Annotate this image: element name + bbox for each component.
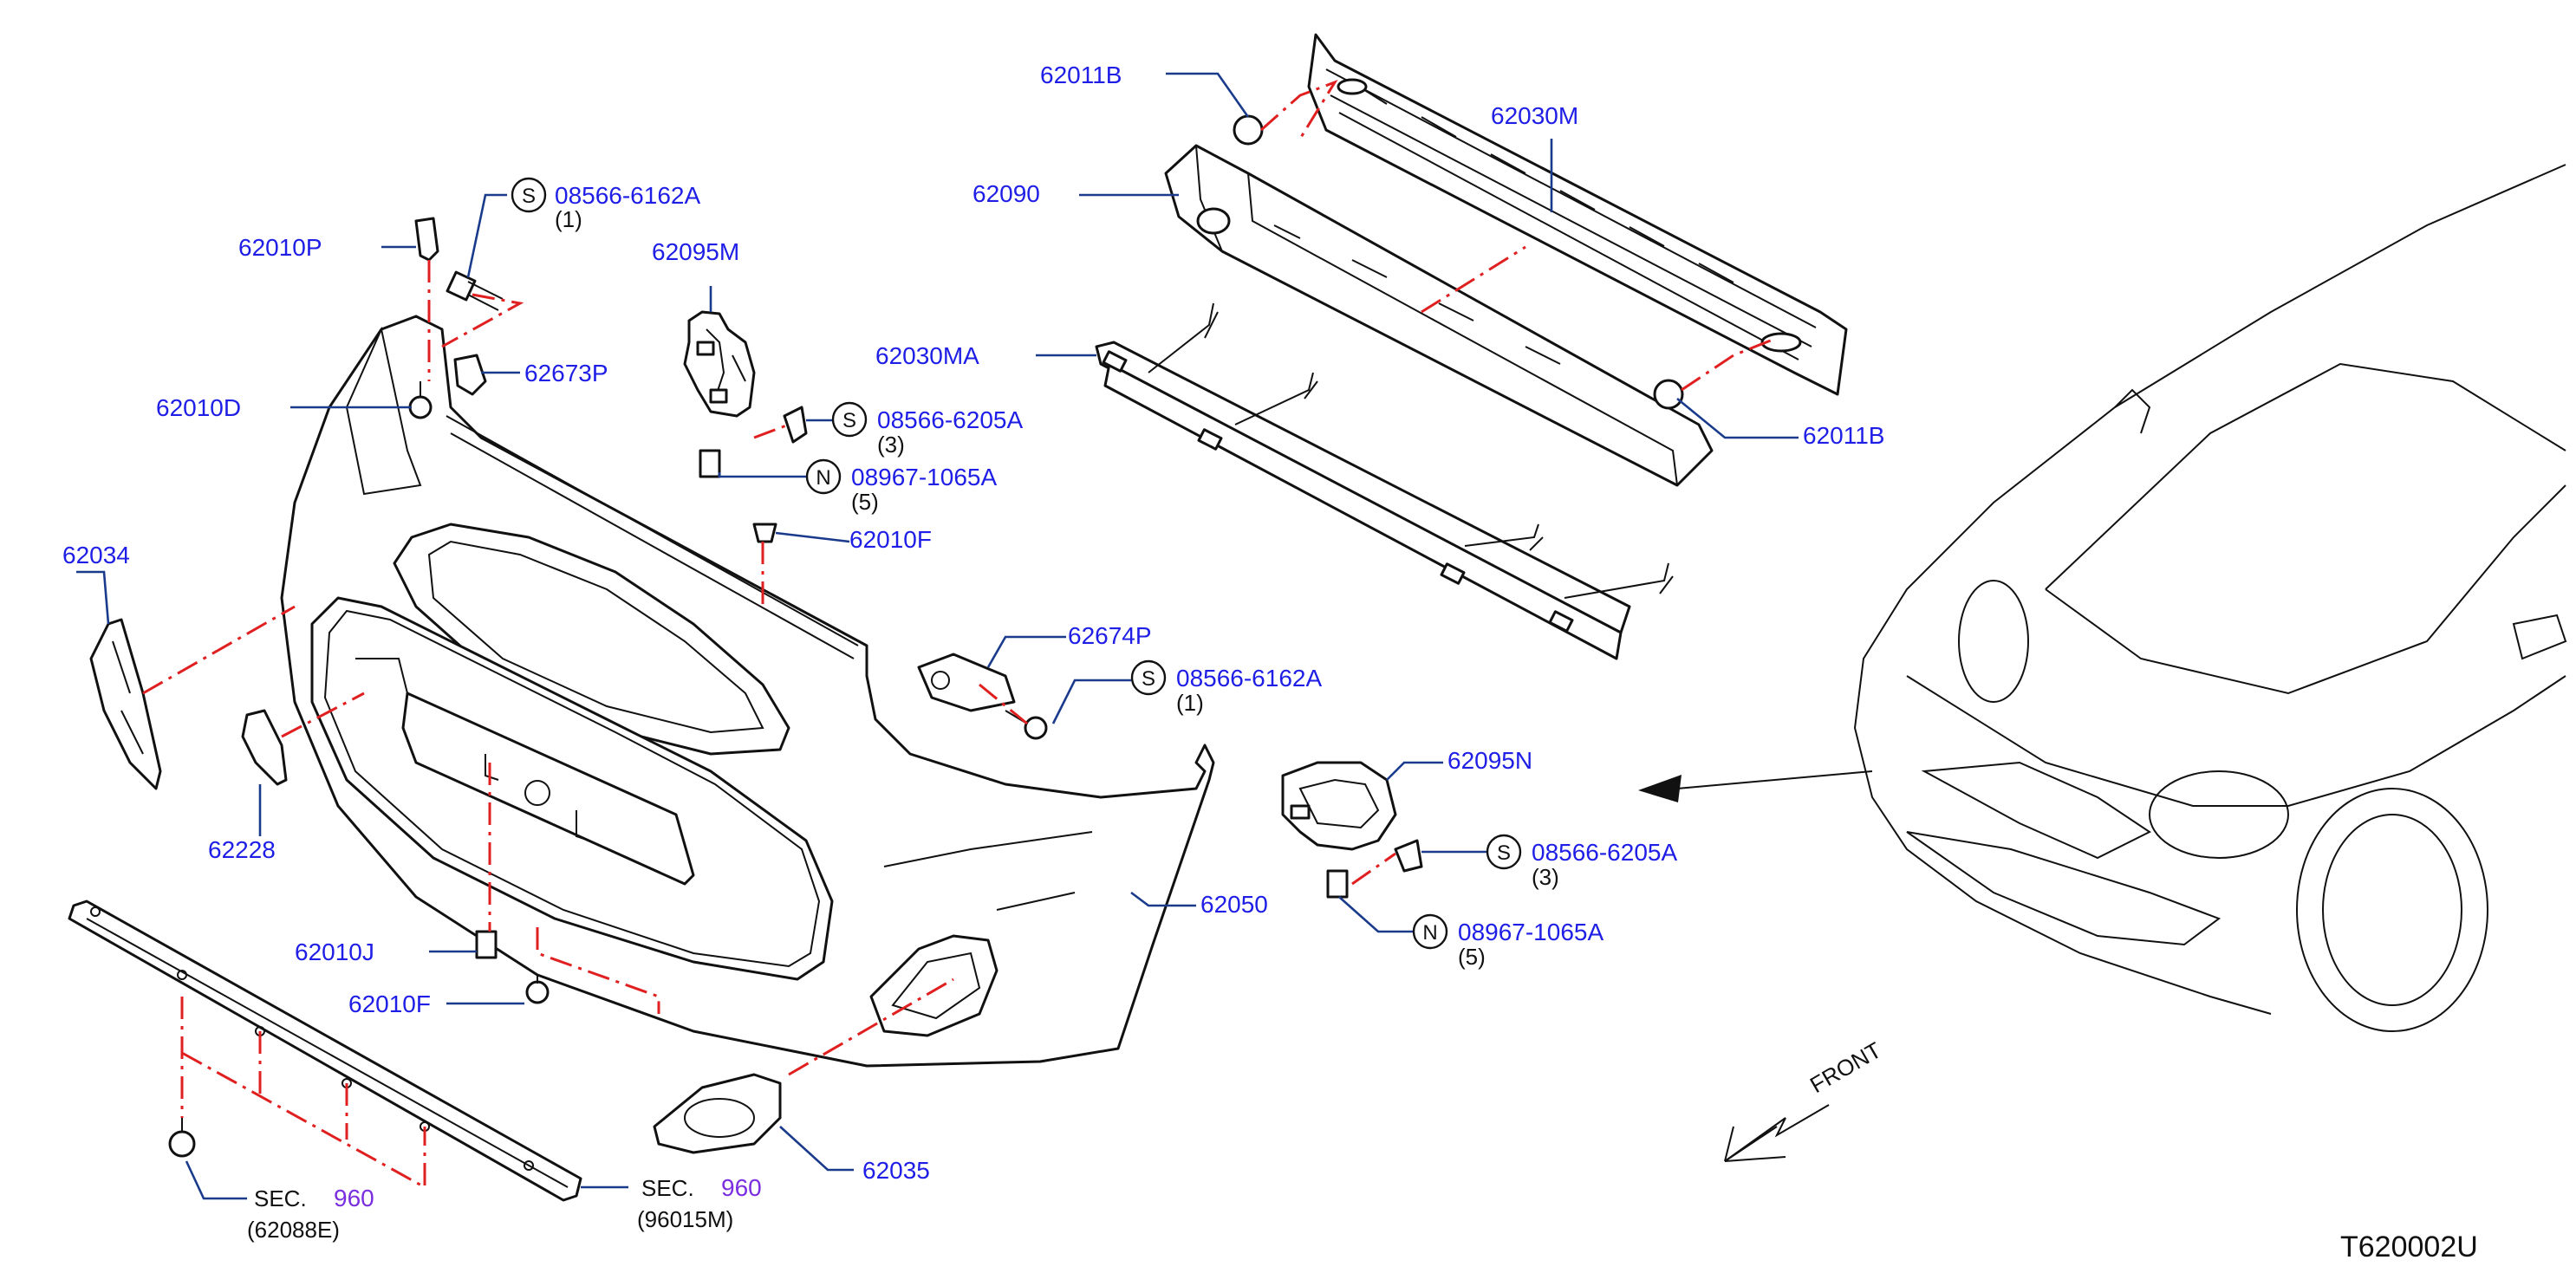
symbol-s-right-letter: S bbox=[1497, 841, 1511, 865]
symbol-s-left-letter: S bbox=[842, 409, 856, 432]
symbol-s-right bbox=[1486, 834, 1522, 870]
label-62673p: 62673P bbox=[524, 360, 608, 386]
qty-08566-6205a-right: (3) bbox=[1532, 864, 1559, 890]
symbol-n-left-letter: N bbox=[816, 466, 830, 490]
label-62010p: 62010P bbox=[238, 234, 322, 261]
nut-08967-1065a-right bbox=[1326, 869, 1349, 899]
label-62095n: 62095N bbox=[1447, 747, 1532, 774]
label-62010f-top: 62010F bbox=[849, 526, 932, 553]
label-08967-1065a-left: 08967-1065A bbox=[851, 464, 997, 490]
nut-62011b-right bbox=[1653, 379, 1684, 410]
symbol-n-right-letter: N bbox=[1422, 921, 1437, 945]
garnish-62674p bbox=[917, 653, 1016, 712]
label-62030m: 62030M bbox=[1491, 102, 1578, 129]
cover-62228 bbox=[241, 709, 288, 786]
label-08566-6162a-mid: 08566-6162A bbox=[1176, 665, 1322, 692]
qty-08566-6205a-left: (3) bbox=[877, 432, 905, 458]
side-seal-62034 bbox=[89, 618, 162, 790]
label-62228: 62228 bbox=[208, 836, 276, 863]
bolt-08566-6162a-top bbox=[446, 270, 504, 311]
symbol-s-left bbox=[831, 401, 868, 438]
sec-left-number[interactable]: 960 bbox=[334, 1185, 374, 1211]
energy-absorber-62090 bbox=[1164, 144, 1714, 487]
label-62010f-bottom: 62010F bbox=[348, 990, 431, 1017]
label-62011b-right: 62011B bbox=[1803, 422, 1884, 449]
clip-62010j bbox=[475, 930, 498, 959]
sec-right-number[interactable]: 960 bbox=[721, 1174, 762, 1201]
symbol-s-mid-letter: S bbox=[1142, 667, 1155, 691]
label-62035: 62035 bbox=[862, 1157, 930, 1184]
bolt-08566-6205a-left bbox=[783, 406, 808, 444]
clip-sec-960-62088e bbox=[168, 1118, 196, 1158]
sec-right-prefix: SEC. bbox=[641, 1175, 694, 1201]
label-08967-1065a-right: 08967-1065A bbox=[1458, 919, 1603, 945]
diagram-code: T620002U bbox=[2340, 1231, 2478, 1263]
assembly-lines bbox=[142, 80, 1778, 1190]
qty-08967-1065a-right: (5) bbox=[1458, 944, 1486, 970]
vehicle-pointer-arrow bbox=[1638, 770, 1873, 802]
symbol-s-top-letter: S bbox=[522, 185, 536, 208]
sec-left-ref: (62088E) bbox=[247, 1217, 340, 1243]
symbol-s-mid bbox=[1130, 659, 1167, 696]
fog-lamp-finisher-62035 bbox=[653, 1073, 782, 1154]
label-08566-6162a-top: 08566-6162A bbox=[555, 182, 700, 209]
leader-lines bbox=[76, 72, 1799, 1200]
label-62674p: 62674P bbox=[1068, 622, 1152, 649]
qty-08566-6162a-top: (1) bbox=[555, 206, 582, 232]
bracket-62095n bbox=[1281, 761, 1397, 851]
vehicle-outline bbox=[1853, 164, 2567, 1032]
qty-08967-1065a-left: (5) bbox=[851, 489, 879, 515]
sec-right-ref: (96015M) bbox=[637, 1206, 733, 1232]
label-08566-6205a-left: 08566-6205A bbox=[877, 406, 1023, 433]
clip-62010f-bottom bbox=[525, 975, 550, 1004]
label-62010j: 62010J bbox=[295, 939, 374, 965]
label-62030ma: 62030MA bbox=[875, 342, 979, 369]
bracket-62095m bbox=[683, 310, 756, 418]
bolt-08566-6205a-right bbox=[1394, 839, 1423, 873]
lower-undercover-strip bbox=[68, 900, 582, 1202]
label-62010d: 62010D bbox=[156, 394, 241, 421]
lower-reinforcement-62030ma bbox=[1095, 302, 1674, 660]
symbol-n-left bbox=[805, 458, 842, 495]
qty-08566-6162a-mid: (1) bbox=[1176, 690, 1204, 716]
label-62050: 62050 bbox=[1200, 891, 1268, 918]
bolt-08566-6162a-mid bbox=[1005, 710, 1048, 740]
front-direction-arrow bbox=[1724, 1104, 1830, 1162]
label-62090: 62090 bbox=[973, 180, 1040, 207]
bumper-reinforcement-62030m bbox=[1307, 33, 1848, 396]
sec-left-prefix: SEC. bbox=[254, 1185, 307, 1211]
nut-08967-1065a-left bbox=[699, 449, 721, 478]
nut-62011b-top bbox=[1233, 114, 1264, 146]
clip-62673p bbox=[453, 354, 487, 396]
front-bumper-fascia bbox=[280, 315, 1215, 1068]
label-62011b-top: 62011B bbox=[1040, 62, 1122, 88]
clip-62010f-top bbox=[752, 523, 777, 543]
front-label: FRONT bbox=[1805, 1036, 1886, 1098]
clip-62010p bbox=[414, 217, 439, 262]
symbol-n-right bbox=[1412, 913, 1448, 950]
label-62034: 62034 bbox=[62, 542, 130, 568]
label-08566-6205a-right: 08566-6205A bbox=[1532, 839, 1677, 866]
label-62095m: 62095M bbox=[652, 238, 739, 265]
symbol-s-top bbox=[511, 177, 547, 213]
